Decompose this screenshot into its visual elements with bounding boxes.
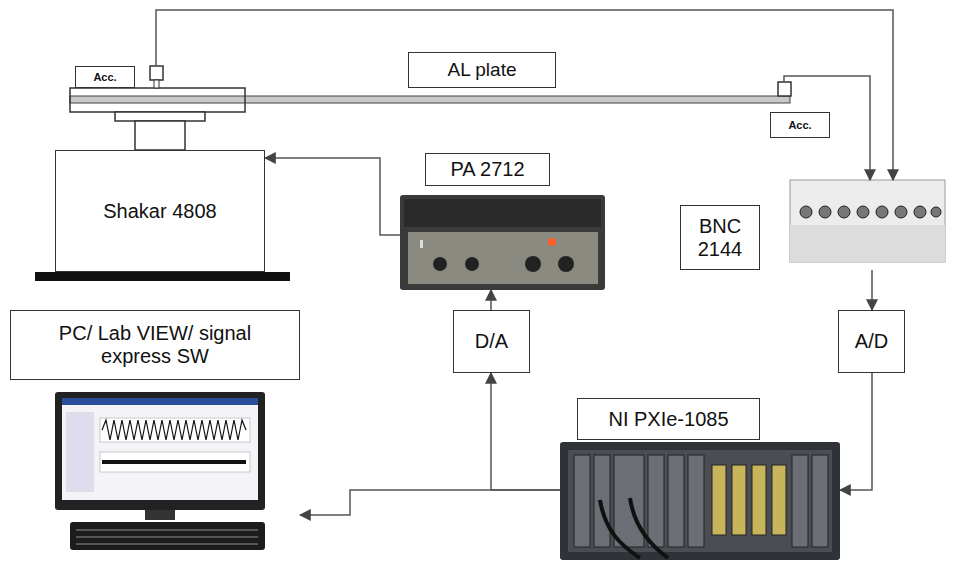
screen-graph — [100, 452, 250, 472]
module-connector — [712, 465, 726, 535]
node-label: Shakar 4808 — [103, 200, 216, 223]
label-box: NI PXIe-1085 — [577, 398, 760, 440]
label-box: D/A — [453, 310, 530, 373]
device-node: PA 2712 — [400, 153, 605, 290]
monitor-screen — [62, 398, 258, 500]
signal-arrow — [871, 270, 873, 310]
bnc-block-body — [790, 225, 945, 262]
amplifier-knob — [433, 257, 447, 271]
amplifier-knob — [558, 256, 574, 272]
screen-sidebar — [66, 412, 94, 492]
bnc-connectors — [800, 206, 941, 218]
node-label: AL plate — [447, 59, 516, 81]
bnc-connector — [914, 206, 926, 218]
node-label: BNC 2144 — [687, 215, 753, 261]
signal-arrow — [840, 373, 872, 490]
clamp-block — [70, 88, 245, 112]
device-node: NI PXIe-1085 — [560, 398, 840, 560]
device-node: AL plate — [408, 52, 556, 88]
shaker-base — [35, 272, 290, 281]
node-label: Acc. — [93, 71, 116, 84]
amplifier-panel — [408, 232, 598, 284]
device-node: Acc. — [75, 66, 165, 88]
module — [648, 455, 664, 547]
label-box: A/D — [838, 310, 905, 373]
device-node: Shakar 4808 — [55, 150, 265, 272]
node-label: PA 2712 — [450, 158, 524, 181]
accelerometer — [778, 82, 791, 96]
device-node: Acc. — [770, 82, 830, 138]
label-box: PC/ Lab VIEW/ signal express SW — [10, 310, 300, 380]
module-connector — [732, 465, 746, 535]
signal-arrow — [490, 290, 492, 310]
accelerometer — [150, 66, 163, 80]
shaker-armature — [135, 121, 185, 150]
bnc-connector — [857, 206, 869, 218]
node-label: Acc. — [788, 119, 811, 132]
screen-graph — [100, 418, 250, 442]
keyboard-keys — [76, 530, 258, 544]
amplifier-lamp — [548, 238, 556, 246]
screen-waveform — [102, 460, 246, 464]
bnc-connector — [931, 207, 941, 217]
bnc-connector — [876, 206, 888, 218]
connector-group — [156, 10, 893, 515]
amplifier-switch — [420, 240, 423, 248]
module-connector — [752, 465, 766, 535]
module — [574, 455, 590, 547]
node-label: A/D — [855, 330, 888, 353]
label-box: PA 2712 — [425, 153, 550, 186]
monitor-stand — [145, 510, 175, 520]
module — [668, 455, 684, 547]
screen-waveform — [102, 420, 246, 440]
amplifier-knob — [465, 257, 479, 271]
label-box: Acc. — [770, 112, 830, 138]
node-label: D/A — [475, 330, 508, 353]
bnc-connector — [838, 206, 850, 218]
label-box: Acc. — [75, 66, 135, 88]
device-node: A/D — [838, 310, 905, 373]
module — [792, 455, 808, 547]
bnc-connector — [819, 206, 831, 218]
node-label: NI PXIe-1085 — [608, 408, 728, 431]
module — [688, 455, 704, 547]
accelerometer-stud — [154, 80, 159, 88]
bnc-block-photo — [790, 180, 945, 262]
keyboard — [70, 522, 265, 550]
aluminium-plate — [70, 96, 790, 103]
device-node: PC/ Lab VIEW/ signal express SW — [10, 310, 300, 555]
bnc-connector — [895, 206, 907, 218]
chassis-photo — [560, 442, 840, 560]
signal-arrow — [265, 158, 400, 235]
module — [812, 455, 828, 547]
chassis-bay — [568, 450, 832, 552]
device-node: D/A — [453, 310, 530, 373]
label-box: BNC 2144 — [680, 205, 760, 270]
node-label: PC/ Lab VIEW/ signal express SW — [45, 322, 265, 368]
device-node: BNC 2144 — [680, 180, 945, 270]
chassis-cable — [600, 498, 668, 558]
amplifier-photo — [400, 195, 605, 290]
mount-plate — [115, 112, 205, 121]
amplifier-knob — [525, 256, 541, 272]
bnc-connector — [800, 206, 812, 218]
monitor-frame — [55, 392, 265, 510]
amplifier-top — [404, 199, 601, 227]
signal-arrow — [491, 373, 560, 490]
screen-titlebar — [62, 398, 258, 405]
label-box: AL plate — [408, 52, 556, 88]
module-connector — [772, 465, 786, 535]
signal-arrow — [300, 490, 560, 515]
label-box: Shakar 4808 — [55, 150, 265, 272]
